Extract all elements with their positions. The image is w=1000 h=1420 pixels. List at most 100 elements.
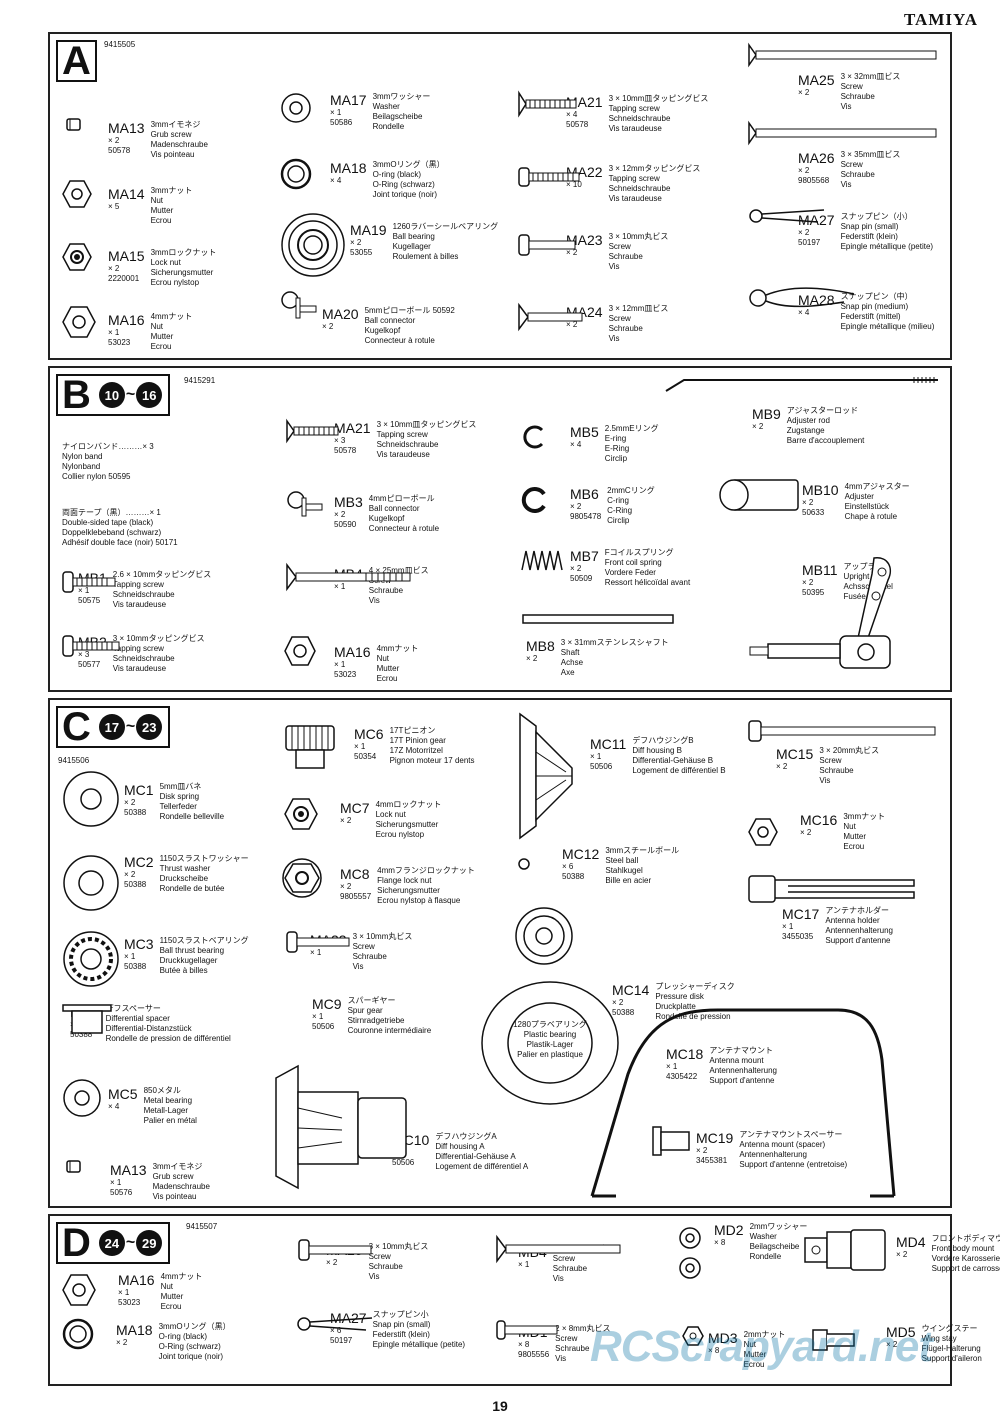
part-name-line: Schraube	[840, 170, 875, 179]
round-screw-icon	[286, 931, 350, 953]
part-name-line: 3mmスチールボール	[605, 846, 680, 855]
part-number: 50506	[590, 762, 613, 771]
part-code: MC12	[562, 846, 600, 862]
part-name-line: Sicherungsmutter	[150, 268, 214, 277]
part-name-line: Circlip	[607, 516, 630, 525]
part-qty: × 2	[334, 510, 346, 519]
part-name-line: Differential-Gehäuse B	[632, 756, 714, 765]
diff-housing-a-icon	[275, 1064, 407, 1190]
part-qty: × 1	[110, 1178, 122, 1187]
round-screw-icon	[518, 234, 576, 256]
part-name-line: Achsschenkel	[843, 582, 893, 591]
part-name-line: アンテナマウントスペーサー	[739, 1130, 843, 1139]
part-name-line: Schraube	[552, 1264, 588, 1273]
part-name-line: Rondelle de butée	[159, 884, 225, 893]
part-number: 50578	[108, 146, 131, 155]
part-name-line: 3mmOリング（黒）	[372, 160, 445, 169]
plastic-bearing-icon	[515, 907, 573, 965]
part-name-line: Logement de différentiel B	[632, 766, 726, 775]
note-line: Nylon band	[62, 452, 103, 461]
part-name-line: Antennenhalterung	[825, 926, 893, 935]
part-name-line: フロントボディマウント	[931, 1234, 1000, 1243]
part-qty: × 2	[696, 1146, 708, 1155]
part-name-line: Screw	[352, 942, 375, 951]
part-name-line: Differential spacer	[105, 1014, 170, 1023]
part-name-line: Ecrou	[843, 842, 865, 851]
tilde: ~	[125, 1234, 136, 1251]
part-name-line: Rondelle	[749, 1252, 782, 1261]
upright-icon	[749, 557, 892, 669]
part-name-line: スナップピン小	[372, 1310, 429, 1319]
part-qty: × 3	[334, 436, 346, 445]
step-range: 24~29	[98, 1230, 163, 1256]
part-number: 50576	[110, 1188, 133, 1197]
hex-nut-icon	[748, 818, 778, 846]
part-name-line: Tapping screw	[376, 430, 428, 439]
note-line: ナイロンバンド………× 3	[62, 442, 154, 451]
part-name-line: Schraube	[819, 766, 854, 775]
part-qty: × 1	[782, 922, 794, 931]
part-name-line: Axe	[560, 668, 575, 677]
part-name-line: Lock nut	[150, 258, 181, 267]
part-name-line: Ecrou	[150, 216, 172, 225]
part-qty: × 1	[354, 742, 366, 751]
part-qty: × 8	[518, 1340, 530, 1349]
part-label: MC10× 150506デフハウジングADiff housing ADiffer…	[392, 1132, 528, 1172]
part-name-line: Schraube	[368, 1262, 403, 1271]
part-code: MA20	[322, 306, 359, 322]
part-name-line: Ecrou	[160, 1302, 182, 1311]
part-code: MB9	[752, 406, 781, 422]
part-number: 9805568	[798, 176, 830, 185]
part-code: MC3	[124, 936, 154, 952]
section-a-code: 9415505	[104, 40, 136, 49]
part-name-line: Mutter	[743, 1350, 767, 1359]
part-qty: × 2	[752, 422, 764, 431]
part-name-line: Disk spring	[159, 792, 200, 801]
part-number: 50388	[124, 880, 147, 889]
part-number: 53023	[108, 338, 131, 347]
part-name-line: Tapping screw	[112, 580, 164, 589]
part-name-line: 3mmイモネジ	[150, 120, 201, 129]
part-name-line: Schraube	[368, 586, 404, 595]
flat-screw-icon	[286, 562, 411, 592]
part-name-line: Support d'antenne (entretoise)	[739, 1160, 848, 1169]
part-name-line: Tapping screw	[608, 174, 660, 183]
part-name-line: C-ring	[607, 496, 629, 505]
hex-nut-icon	[62, 1274, 96, 1306]
part-code: MA16	[334, 644, 371, 660]
part-name-line: Vis taraudeuse	[112, 664, 167, 673]
step-start: 17	[98, 714, 125, 740]
part-name-line: Schneidschraube	[112, 654, 175, 663]
part-qty: × 2	[800, 828, 812, 837]
part-qty: × 2	[108, 264, 120, 273]
part-number: 50509	[570, 574, 593, 583]
part-code: MB7	[570, 548, 599, 564]
part-code: MD4	[896, 1234, 926, 1250]
part-name-line: Ball bearing	[392, 232, 435, 241]
part-code: MC1	[124, 782, 154, 798]
part-name-line: Support d'antenne	[825, 936, 891, 945]
part-code: MA13	[108, 120, 145, 136]
part-code: MC9	[312, 996, 342, 1012]
